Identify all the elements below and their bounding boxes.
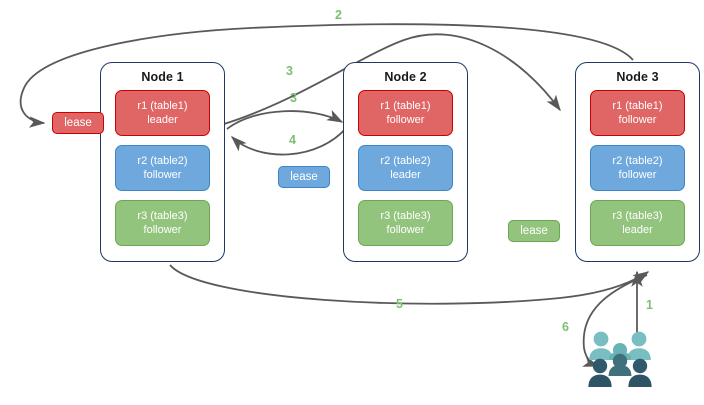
replica-name: r2 (table2)	[380, 155, 431, 167]
lease-badge-r3[interactable]: lease	[508, 220, 560, 242]
replica-role: leader	[622, 224, 653, 236]
replica-name: r2 (table2)	[612, 155, 663, 167]
step-label-6: 6	[562, 320, 569, 334]
step-label-3a: 3	[286, 64, 293, 78]
replica-node3-r2[interactable]: r2 (table2) follower	[590, 145, 685, 191]
replica-name: r1 (table1)	[380, 100, 431, 112]
replica-name: r2 (table2)	[137, 155, 188, 167]
replica-node2-r3[interactable]: r3 (table3) follower	[358, 200, 453, 246]
replica-node1-r2[interactable]: r2 (table2) follower	[115, 145, 210, 191]
replica-node2-r1[interactable]: r1 (table1) follower	[358, 90, 453, 136]
replica-name: r3 (table3)	[380, 210, 431, 222]
node-title: Node 3	[616, 70, 659, 84]
replica-role: follower	[143, 224, 182, 236]
arrow-step-5	[169, 264, 650, 305]
replica-role: follower	[386, 114, 425, 126]
replica-node1-r1[interactable]: r1 (table1) leader	[115, 90, 210, 136]
arrow-step-3-to-node2	[226, 109, 344, 130]
replica-name: r1 (table1)	[137, 100, 188, 112]
replica-role: follower	[618, 169, 657, 181]
node-card-node-1[interactable]: Node 1 r1 (table1) leader r2 (table2) fo…	[100, 62, 225, 262]
lease-badge-r2[interactable]: lease	[278, 166, 330, 188]
replica-role: leader	[390, 169, 421, 181]
replica-name: r1 (table1)	[612, 100, 663, 112]
replica-node1-r3[interactable]: r3 (table3) follower	[115, 200, 210, 246]
users-group-icon	[588, 331, 652, 387]
replica-node3-r3[interactable]: r3 (table3) leader	[590, 200, 685, 246]
step-label-1: 1	[646, 298, 653, 312]
replica-role: follower	[618, 114, 657, 126]
step-label-2: 2	[335, 8, 342, 22]
replica-node3-r1[interactable]: r1 (table1) follower	[590, 90, 685, 136]
replica-role: follower	[143, 169, 182, 181]
node-title: Node 2	[384, 70, 427, 84]
replica-role: follower	[386, 224, 425, 236]
step-label-5: 5	[396, 297, 403, 311]
step-label-3b: 3	[290, 91, 297, 105]
replica-name: r3 (table3)	[137, 210, 188, 222]
node-card-node-3[interactable]: Node 3 r1 (table1) follower r2 (table2) …	[575, 62, 700, 262]
node-card-node-2[interactable]: Node 2 r1 (table1) follower r2 (table2) …	[343, 62, 468, 262]
replica-role: leader	[147, 114, 178, 126]
replica-name: r3 (table3)	[612, 210, 663, 222]
node-title: Node 1	[141, 70, 184, 84]
replica-node2-r2[interactable]: r2 (table2) leader	[358, 145, 453, 191]
step-label-4: 4	[289, 133, 296, 147]
lease-badge-r1[interactable]: lease	[52, 112, 104, 134]
